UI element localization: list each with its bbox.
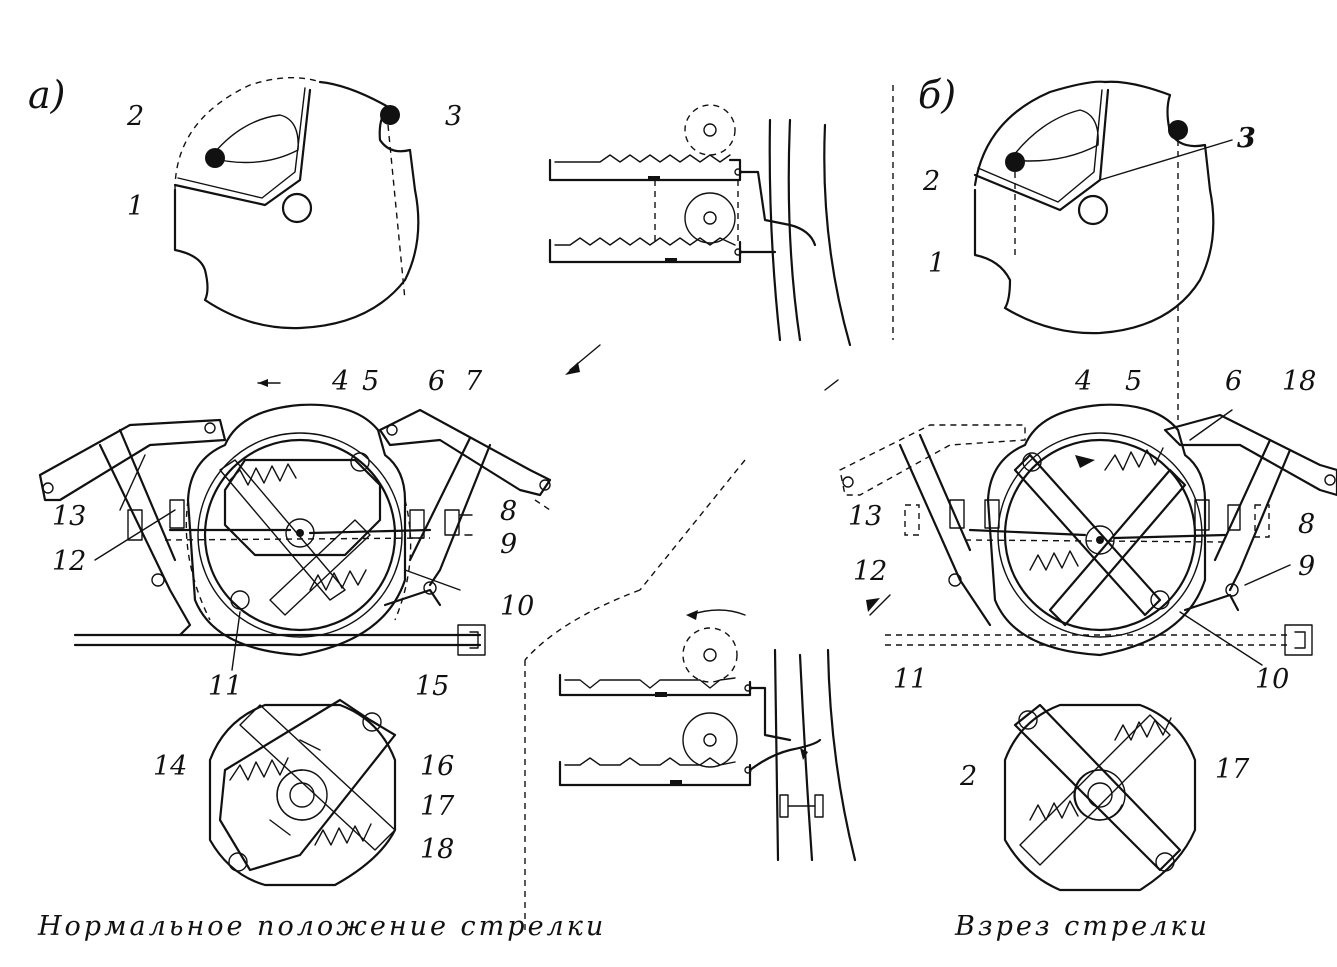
left-label-5: 5 [362,366,379,397]
left-label-10: 10 [500,591,534,622]
right-label-5: 5 [1125,366,1142,397]
right-label-9: 9 [1298,551,1315,582]
right-label-2-bottom: 2 [959,761,977,792]
caption-switch-cut: Взрез стрелки [954,911,1210,942]
left-label-18: 18 [420,834,454,865]
left-label-9: 9 [500,529,517,560]
right-bottom-rotor [1003,703,1197,892]
left-label-12: 12 [52,546,86,577]
center-arrows [524,344,891,935]
right-label-17: 17 [1215,754,1250,785]
panel-letter-a: а) [28,73,65,117]
right-label-10-leader [1179,611,1263,666]
right-label-2: 2 [922,166,940,197]
left-label-8: 8 [500,496,517,527]
left-label-2: 2 [126,101,144,132]
left-label-16: 16 [420,751,454,782]
left-top-disc [173,76,420,330]
right-label-8: 8 [1298,509,1315,540]
right-label-3: 3 [1237,123,1256,154]
left-label-6: 6 [428,366,445,397]
caption-normal-position: Нормальное положение стрелки [37,911,606,942]
right-label-3-leader [1099,139,1233,181]
right-label-13: 13 [848,501,882,532]
left-label-14: 14 [153,751,187,782]
right-label-10: 10 [1255,664,1289,695]
right-label-18: 18 [1282,366,1316,397]
left-label-12-leader [94,509,176,561]
right-label-9-leader [1244,564,1291,586]
left-label-13: 13 [52,501,86,532]
left-label-11-leader [231,611,241,671]
left-label-13-leader [119,454,146,511]
top-center-rack [548,104,852,347]
right-middle-mechanism [839,403,1337,657]
bottom-center-rack [558,609,857,862]
left-label-3: 3 [445,101,462,132]
left-middle-mechanism [38,379,552,657]
right-top-disc [973,80,1215,420]
left-label-17: 17 [420,791,455,822]
left-label-7: 7 [465,366,483,397]
left-label-15: 15 [415,671,449,702]
left-label-4: 4 [331,366,349,397]
right-label-4: 4 [1074,366,1092,397]
right-label-12: 12 [853,556,887,587]
panel-letter-b: б) [918,73,956,117]
left-label-1: 1 [127,191,144,222]
left-label-10-leader [404,569,461,591]
right-label-6: 6 [1225,366,1242,397]
right-label-6-leader [1189,409,1233,441]
right-label-1: 1 [928,248,945,279]
right-label-11: 11 [893,664,927,695]
left-bottom-rotor [208,698,397,887]
left-label-11: 11 [208,671,242,702]
